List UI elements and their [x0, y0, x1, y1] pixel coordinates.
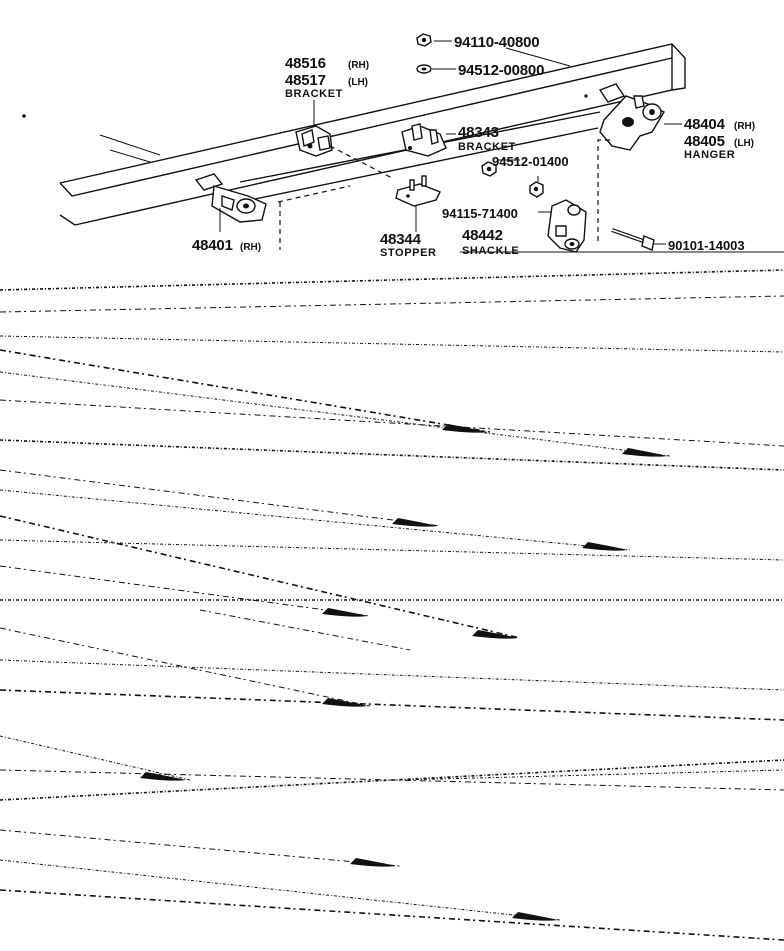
label-hanger-name: HANGER — [684, 149, 735, 161]
front-bracket — [295, 125, 333, 157]
scan-artifact-streaks — [0, 269, 784, 941]
label-washer-top: 94512-00800 — [458, 62, 544, 79]
scan-streak — [0, 489, 631, 551]
scan-streak — [0, 829, 401, 867]
front-hanger — [194, 173, 267, 223]
scan-streak — [0, 295, 784, 313]
scan-streak — [0, 565, 371, 617]
lock-washer-top — [416, 64, 432, 74]
scan-streak-tip — [350, 858, 396, 867]
scan-streak — [0, 859, 561, 921]
label-bracket-mid-name: BRACKET — [458, 141, 516, 153]
label-nut-shackle: 94115-71400 — [442, 206, 518, 221]
bolt — [611, 228, 655, 251]
scan-streak — [0, 469, 441, 527]
scan-streak-tip — [442, 424, 488, 433]
label-shackle: 48442 — [462, 227, 503, 244]
scan-streak-tip — [622, 448, 668, 457]
label-stopper-name: STOPPER — [380, 247, 437, 259]
label-bolt: 90101-14003 — [668, 238, 745, 253]
scan-streak — [0, 439, 784, 471]
label-hanger-rh-side: (RH) — [734, 121, 755, 132]
label-washer-shackle: 94512-01400 — [492, 154, 569, 169]
scan-streak — [0, 659, 784, 691]
frame-rail — [22, 43, 686, 226]
scan-streak-tip — [472, 630, 518, 639]
label-hanger-lh-side: (LH) — [734, 138, 754, 149]
label-bracket-front-lh-side: (LH) — [348, 77, 368, 88]
scan-streak — [399, 769, 784, 781]
label-shackle-name: SHACKLE — [462, 245, 519, 257]
label-bracket-mid: 48343 — [458, 124, 499, 141]
scan-streak — [0, 889, 784, 941]
washer-shackle — [481, 161, 497, 177]
scan-streak-tip — [512, 912, 558, 921]
scan-streak — [0, 399, 784, 447]
label-hanger-rh: 48404 — [684, 116, 726, 133]
scan-streak — [0, 735, 191, 781]
label-bracket-front-name: BRACKET — [285, 88, 343, 100]
scan-streak — [0, 759, 784, 801]
mid-bracket — [401, 123, 447, 157]
label-stopper: 48344 — [380, 231, 422, 248]
stopper — [395, 175, 441, 207]
label-front-hanger-side: (RH) — [240, 242, 261, 253]
hex-nut-top — [416, 33, 432, 47]
label-front-hanger: 48401 — [192, 237, 233, 254]
label-bracket-front-rh: 48516 — [285, 55, 326, 72]
scan-streak — [0, 349, 491, 433]
scan-streak — [0, 539, 784, 561]
scan-streak — [199, 609, 411, 651]
nut-shackle — [529, 181, 544, 198]
scan-streak-tip — [582, 542, 628, 551]
label-nut-top: 94110-40800 — [454, 34, 539, 51]
shackle — [547, 199, 587, 253]
scan-streak — [0, 371, 671, 457]
label-hanger-lh: 48405 — [684, 133, 725, 150]
scan-streak — [0, 335, 784, 353]
scan-streak — [0, 515, 521, 639]
scan-streak-tip — [392, 518, 438, 527]
rear-hanger — [598, 83, 665, 151]
scan-streak — [0, 269, 784, 291]
label-bracket-front-rh-side: (RH) — [348, 60, 369, 71]
scan-streak-tip — [140, 772, 186, 781]
scan-streak-tip — [322, 698, 368, 707]
label-bracket-front-lh: 48517 — [285, 72, 326, 89]
scan-streak-tip — [322, 608, 368, 617]
scan-streak — [0, 689, 784, 721]
